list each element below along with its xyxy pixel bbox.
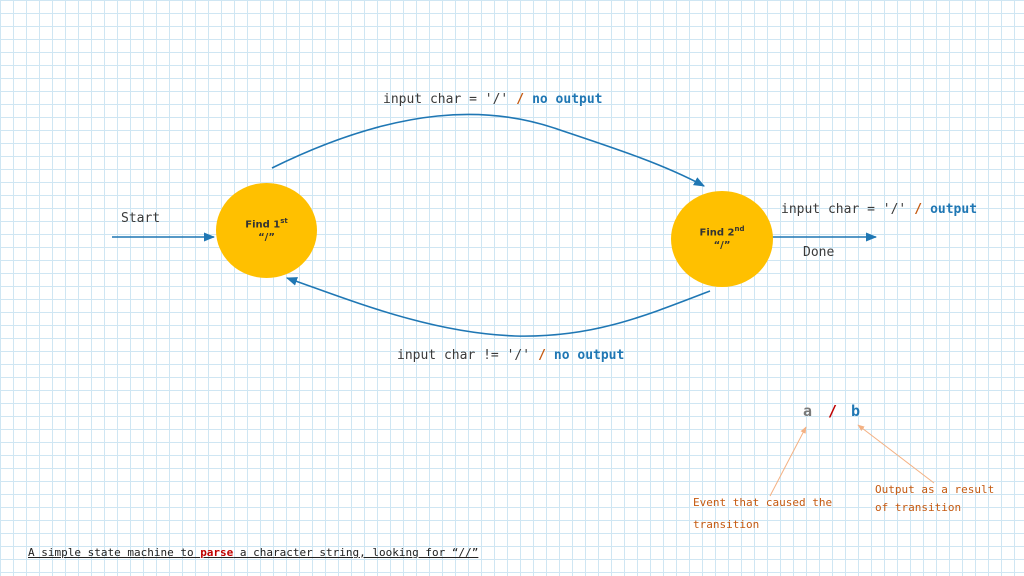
legend-output-note-line1: Output as a result: [875, 483, 995, 496]
exit-transition-output: output: [930, 202, 978, 217]
state-find-first-symbol: “/”: [258, 231, 275, 243]
bottom-transition-slash: /: [538, 348, 546, 363]
bottom-transition-label: input char != '/' / no output: [397, 348, 624, 363]
legend-event-note: Event that caused the transition: [693, 492, 832, 536]
exit-transition-event: input char = '/': [781, 202, 907, 217]
caption-text-after: a character string, looking for “//”: [233, 546, 479, 559]
event-pointer-line: [769, 426, 807, 497]
state-find-second: Find 2nd “/”: [671, 191, 773, 287]
bottom-transition-output: no output: [553, 348, 625, 363]
exit-transition-label: input char = '/' / output: [781, 202, 977, 217]
legend-output-note: Output as a result of transition: [875, 481, 994, 517]
legend-slash: /: [828, 402, 838, 420]
legend-output-note-line2: of transition: [875, 501, 962, 514]
top-transition-arrow: [271, 113, 705, 187]
legend-output-symbol: b: [851, 402, 861, 420]
state-find-first: Find 1st “/”: [216, 183, 317, 278]
diagram-caption: A simple state machine to parse a charac…: [28, 546, 478, 559]
start-label: Start: [121, 211, 161, 226]
state-find-second-symbol: “/”: [713, 240, 731, 252]
top-transition-slash: /: [516, 92, 525, 107]
state-find-second-label: Find 2nd: [699, 225, 745, 239]
top-transition-event: input char = '/': [383, 92, 509, 107]
done-label: Done: [803, 245, 835, 260]
output-pointer-line: [857, 424, 935, 484]
bottom-transition-arrow: [285, 277, 711, 337]
top-transition-output: no output: [532, 92, 603, 107]
legend-event-note-line2: transition: [693, 518, 760, 531]
bottom-transition-event: input char != '/': [397, 348, 531, 363]
legend-event-note-line1: Event that caused the: [693, 496, 833, 509]
top-transition-label: input char = '/' / no output: [383, 92, 603, 107]
caption-highlight: parse: [200, 546, 234, 559]
state-find-first-label: Find 1st: [245, 216, 288, 231]
legend-event-symbol: a: [803, 402, 813, 420]
exit-transition-slash: /: [914, 202, 923, 217]
caption-text-before: A simple state machine to: [28, 546, 201, 559]
